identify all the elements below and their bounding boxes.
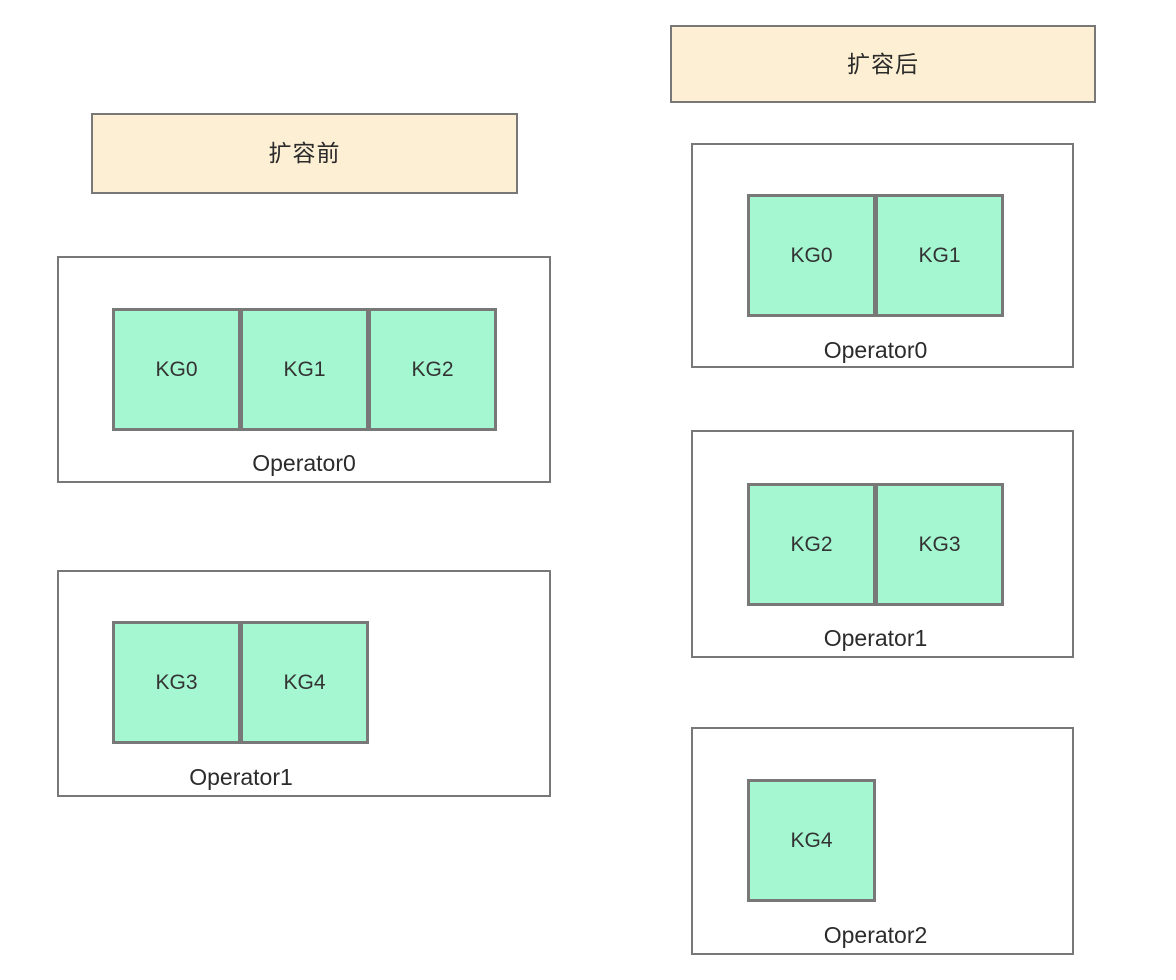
panel-title-before: 扩容前 (91, 113, 518, 194)
shard-box-kg1[interactable]: KG1 (240, 308, 369, 431)
shard-row-before-operator1: KG3 KG4 (112, 621, 369, 744)
shard-box-kg1[interactable]: KG1 (875, 194, 1004, 317)
panel-title-after-label: 扩容后 (847, 50, 919, 77)
shard-label: KG1 (283, 358, 326, 381)
panel-title-after: 扩容后 (670, 25, 1096, 103)
shard-label: KG0 (790, 244, 833, 267)
shard-box-kg3[interactable]: KG3 (875, 483, 1004, 606)
shard-box-kg4[interactable]: KG4 (747, 779, 876, 902)
shard-row-after-operator1: KG2 KG3 (747, 483, 1004, 606)
shard-label: KG2 (790, 533, 833, 556)
panel-title-before-label: 扩容前 (268, 140, 341, 166)
shard-box-kg0[interactable]: KG0 (747, 194, 876, 317)
shard-box-kg4[interactable]: KG4 (240, 621, 369, 744)
shard-row-before-operator0: KG0 KG1 KG2 (112, 308, 497, 431)
shard-box-kg2[interactable]: KG2 (368, 308, 497, 431)
shard-row-after-operator2: KG4 (747, 779, 876, 902)
shard-box-kg3[interactable]: KG3 (112, 621, 241, 744)
operator-caption-after-operator1: Operator1 (823, 625, 928, 651)
shard-row-after-operator0: KG0 KG1 (747, 194, 1004, 317)
operator-caption-after-operator2: Operator2 (823, 922, 928, 948)
shard-label: KG0 (155, 358, 198, 381)
shard-label: KG1 (918, 244, 961, 267)
shard-label: KG4 (283, 671, 326, 694)
shard-label: KG4 (790, 829, 833, 852)
shard-box-kg0[interactable]: KG0 (112, 308, 241, 431)
operator-caption-before-operator0: Operator0 (252, 450, 356, 476)
shard-label: KG2 (411, 358, 454, 381)
shard-label: KG3 (918, 533, 961, 556)
shard-box-kg2[interactable]: KG2 (747, 483, 876, 606)
shard-label: KG3 (155, 671, 198, 694)
operator-caption-before-operator1: Operator1 (189, 764, 293, 790)
operator-caption-after-operator0: Operator0 (823, 337, 928, 363)
